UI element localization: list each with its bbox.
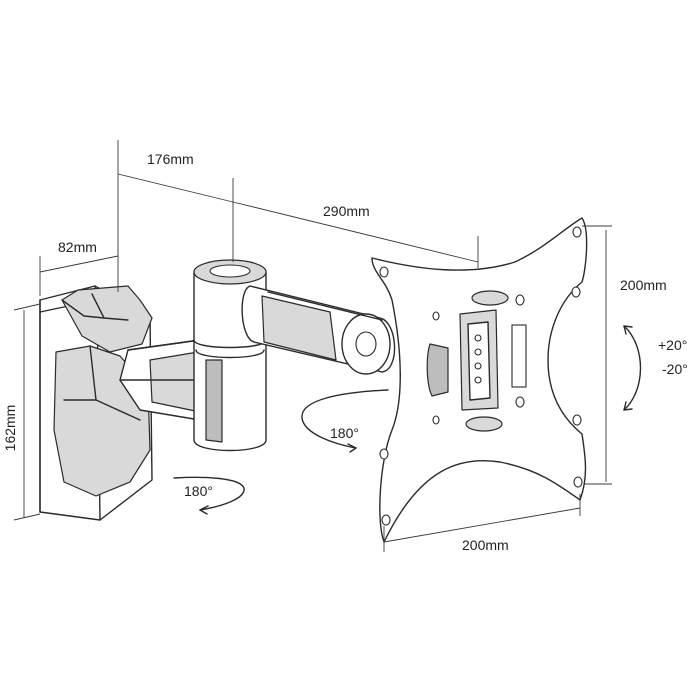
arm-swivel-arrow [173, 476, 245, 511]
mount-hole [432, 415, 440, 425]
tilt-arrow-head-down [623, 401, 633, 411]
tilt-knob [426, 343, 449, 397]
wall-plate-height-label: 162mm [2, 405, 18, 452]
tilt-arrow [623, 325, 642, 411]
wall-depth-label: 82mm [58, 239, 97, 255]
plate-swivel-arrow-head [347, 443, 357, 453]
mount-hole [515, 294, 525, 306]
second-arm [241, 285, 396, 375]
tilt-down-label: -20° [662, 361, 688, 377]
arm-first-length-label: 176mm [147, 151, 194, 167]
mount-hole [571, 286, 581, 298]
vesa-vertical-label: 200mm [620, 277, 667, 293]
arm-swivel-label: 180° [184, 483, 213, 499]
plate-swivel-arrow [301, 389, 389, 449]
mount-hole [573, 476, 583, 488]
mount-hole [572, 226, 582, 238]
top-slot [471, 290, 509, 306]
rotation-arrows [173, 325, 642, 515]
mount-hole [572, 414, 582, 426]
plate-swivel-label: 180° [330, 425, 359, 441]
tilt-arrow-head-up [623, 325, 633, 335]
vesa-plate [371, 217, 588, 543]
mount-hole [379, 448, 389, 460]
mount-hole [432, 311, 440, 321]
arm-swivel-arrow-head [199, 505, 209, 515]
mount-hole [381, 514, 391, 526]
bottom-slot [465, 416, 503, 432]
mount-hole [515, 396, 525, 408]
arm-total-length-label: 290mm [323, 203, 370, 219]
mount-hole [379, 266, 389, 278]
dimension-lines [13, 140, 612, 552]
side-slot [511, 324, 527, 388]
vesa-horizontal-label: 200mm [462, 537, 509, 553]
tilt-up-label: +20° [658, 337, 687, 353]
